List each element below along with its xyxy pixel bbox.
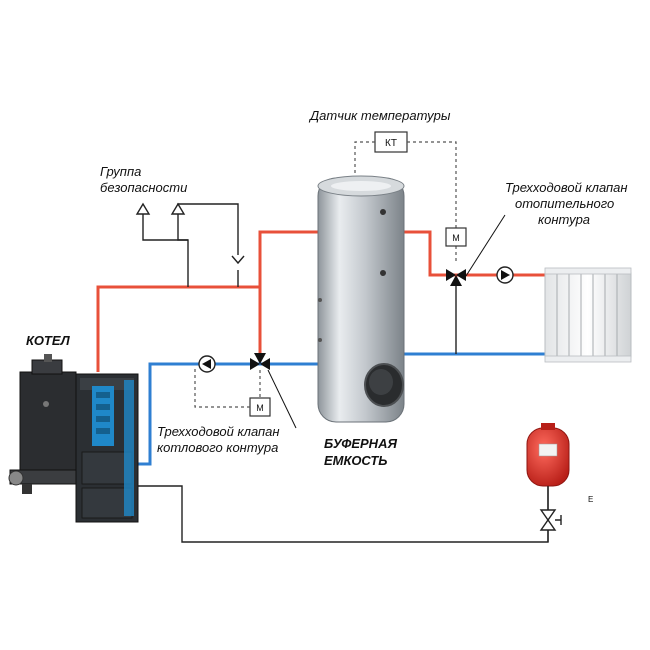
temperature-sensor: КТ: [354, 131, 457, 228]
cold-pipes: [138, 352, 545, 466]
ball-valve-icon: [539, 509, 557, 522]
sensor-label: Датчик температуры: [308, 108, 451, 123]
heating-valve-group: М: [445, 214, 514, 354]
tiny-label: E: [588, 495, 593, 504]
valve-heating-label-line3: контура: [538, 212, 590, 227]
check-valve-icon: [231, 255, 245, 265]
safety-label-line1: Группа: [100, 164, 141, 179]
motor-actuator-icon: [445, 227, 467, 247]
boiler: [8, 354, 139, 523]
radiator: [544, 267, 632, 363]
expansion-line: [138, 485, 549, 543]
buffer-tank: [317, 175, 405, 423]
sensor-box-label: КТ: [385, 138, 397, 149]
labels: Датчик температуры Группа безопасности Т…: [26, 108, 628, 468]
expansion-tank: E: [526, 423, 593, 542]
three-way-valve-icon: [446, 269, 456, 281]
hot-pipes: [96, 230, 545, 372]
boiler-valve-group: М: [194, 353, 297, 429]
valve-boiler-label-line2: котлового контура: [157, 440, 278, 455]
valve-boiler-label-line1: Трехходовой клапан: [157, 424, 280, 439]
safety-group: [135, 202, 245, 287]
valve-heating-label-line1: Трехходовой клапан: [505, 180, 628, 195]
valve-heating-label-line2: отопительного: [515, 196, 614, 211]
boiler-label: КОТЕЛ: [26, 333, 71, 348]
motor-label: М: [256, 403, 264, 413]
safety-label-line2: безопасности: [100, 180, 187, 195]
vent-valve-icon: [135, 202, 151, 215]
three-way-valve-icon: [250, 358, 260, 370]
buffer-label-line1: БУФЕРНАЯ: [324, 436, 397, 451]
safety-valve-icon: [170, 202, 186, 215]
buffer-label-line2: ЕМКОСТЬ: [324, 453, 387, 468]
motor-label: М: [452, 233, 460, 243]
